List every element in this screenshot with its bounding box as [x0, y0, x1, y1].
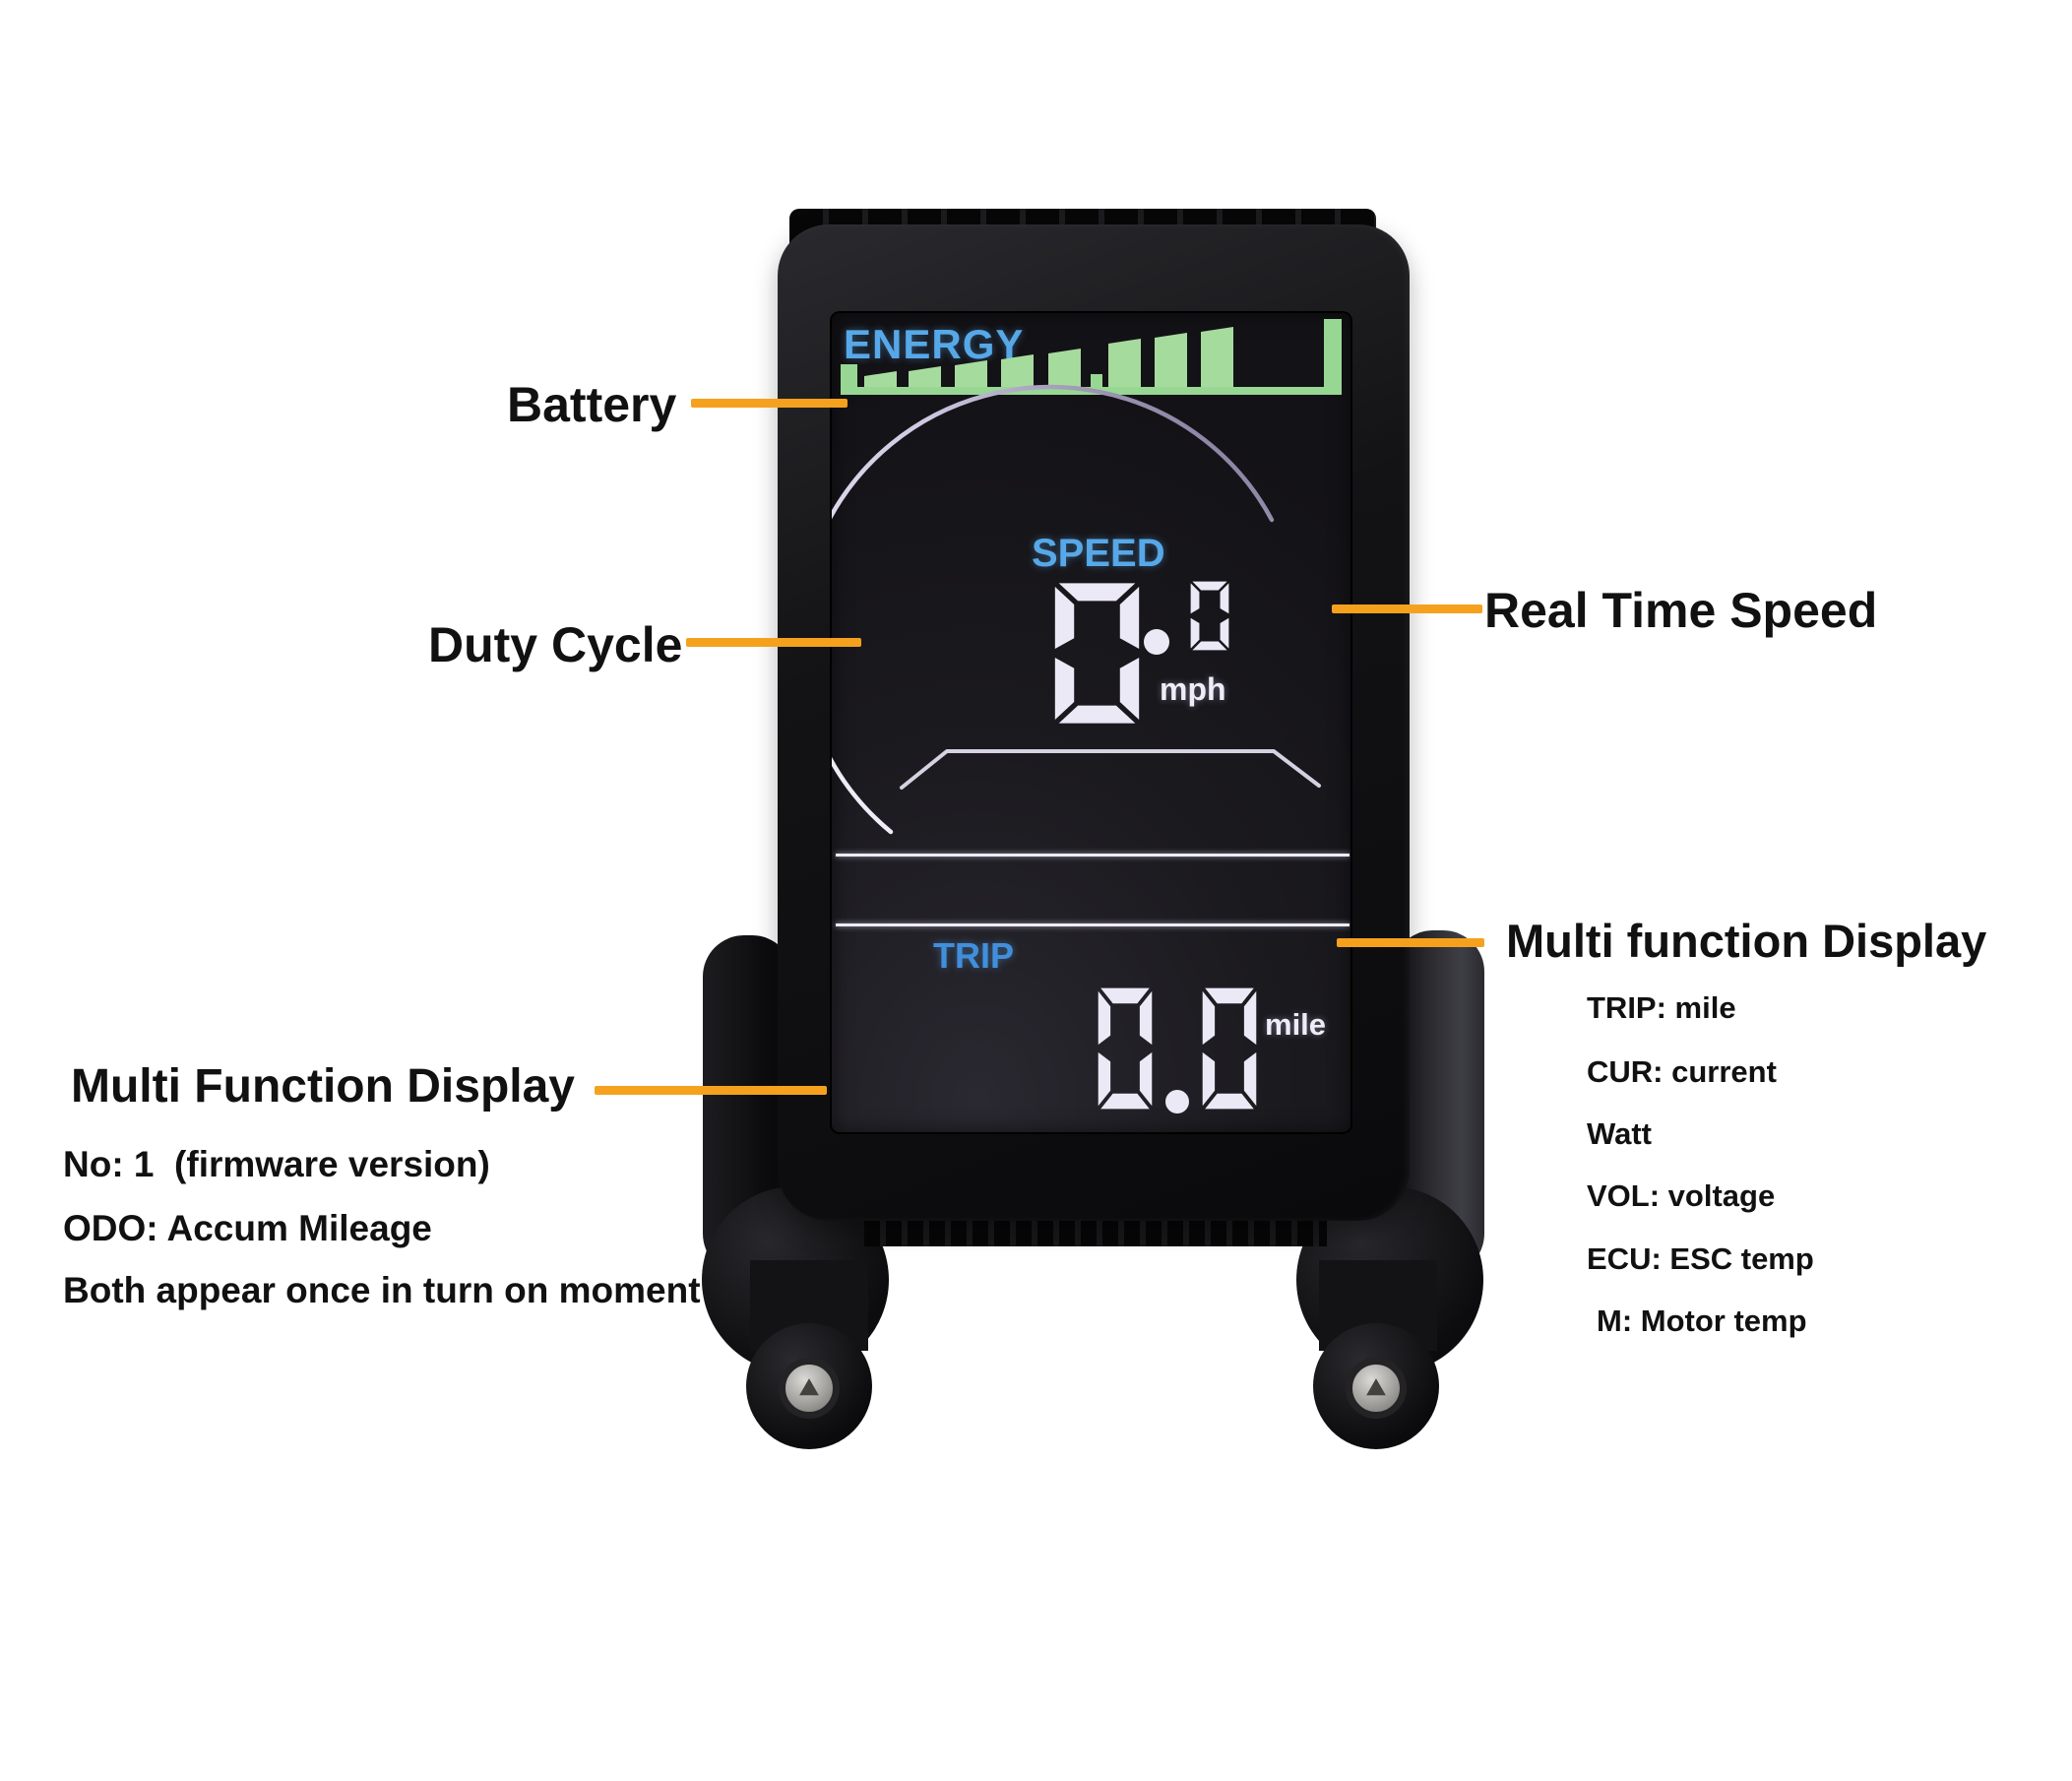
duty-cycle-arc	[832, 384, 1275, 835]
multi-function-right-item: TRIP: mile	[1587, 990, 1736, 1025]
speed-unit: mph	[1160, 671, 1226, 707]
duty-cycle-callout-label: Duty Cycle	[428, 617, 683, 672]
screw-slot-icon	[799, 1378, 819, 1396]
speed-label: SPEED	[1032, 532, 1165, 575]
battery-callout-label: Battery	[507, 377, 677, 432]
duty-cycle-gauge	[832, 384, 1321, 835]
trip-label: TRIP	[933, 935, 1015, 976]
multi-function-right-item: M: Motor temp	[1597, 1304, 1807, 1338]
multi-function-right-item: ECU: ESC temp	[1587, 1241, 1814, 1276]
clamp-screw-right	[1346, 1358, 1407, 1419]
lcd-screen: ENERGY SPEED	[832, 313, 1350, 1132]
speed-decimal-point	[1144, 629, 1169, 655]
multi-function-right-item: VOL: voltage	[1587, 1178, 1776, 1213]
callout-line-multi-function-left	[595, 1086, 827, 1095]
display-bezel: ENERGY SPEED	[778, 224, 1410, 1221]
screen-divider-bottom	[836, 923, 1350, 926]
callout-line-real-time-speed	[1332, 604, 1482, 613]
screen-divider-top	[836, 854, 1350, 857]
energy-label: ENERGY	[844, 321, 1025, 367]
callout-line-battery	[691, 399, 848, 408]
battery-gauge-right-cap	[1324, 319, 1342, 395]
callout-line-multi-function-right	[1337, 938, 1484, 947]
multi-function-left-item: No: 1 (firmware version)	[63, 1144, 490, 1184]
battery-gauge-notch	[1091, 374, 1102, 388]
multi-function-left-item: ODO: Accum Mileage	[63, 1208, 432, 1248]
clamp-screw-left	[779, 1358, 840, 1419]
speed-base-line	[900, 749, 1321, 790]
battery-bars	[864, 327, 1233, 387]
real-time-speed-callout-label: Real Time Speed	[1484, 583, 1878, 638]
speed-value-integer	[1045, 578, 1149, 729]
speed-value-decimal	[1184, 579, 1235, 653]
battery-gauge-left-step	[841, 364, 857, 390]
screw-slot-icon	[1366, 1378, 1386, 1396]
multi-function-left-title: Multi Function Display	[71, 1060, 575, 1113]
callout-line-duty-cycle	[686, 638, 861, 647]
multi-function-right-item: CUR: current	[1587, 1054, 1777, 1089]
multi-function-right-item: Watt	[1587, 1116, 1652, 1151]
trip-unit: mile	[1265, 1007, 1327, 1042]
trip-value	[1090, 984, 1265, 1113]
multi-function-left-item: Both appear once in turn on moment	[63, 1270, 701, 1310]
multi-function-right-title: Multi function Display	[1506, 915, 1987, 967]
